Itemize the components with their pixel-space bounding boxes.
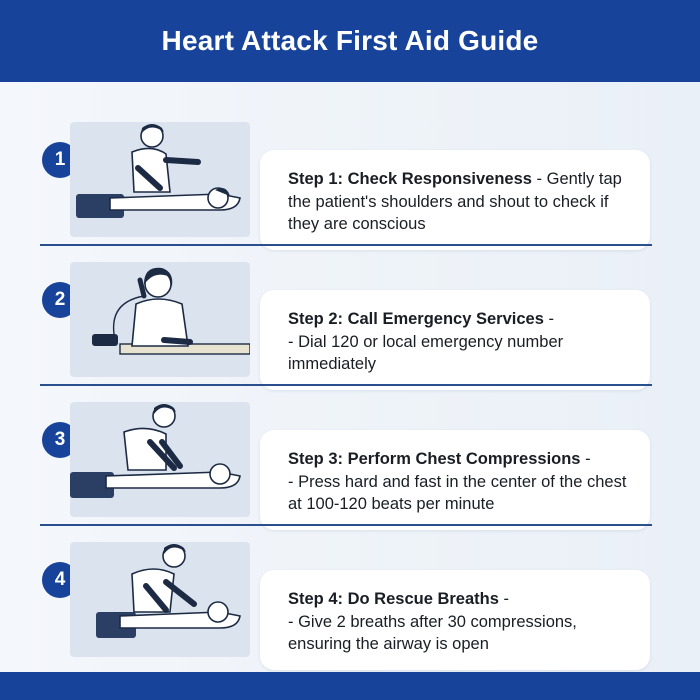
step-separator: - xyxy=(580,450,591,468)
page-title: Heart Attack First Aid Guide xyxy=(161,25,539,56)
step-title: Step 4: Do Rescue Breaths xyxy=(288,590,499,608)
step-title: Step 1: Check Responsiveness xyxy=(288,170,532,188)
check-responsiveness-illustration xyxy=(70,122,250,237)
step-title: Step 2: Call Emergency Services xyxy=(288,310,544,328)
step-description: - Dial 120 or local emergency number imm… xyxy=(288,332,564,374)
step-1: 1 Step 1: Check Responsiveness - Gently … xyxy=(0,104,700,250)
step-2: 2 Step 2: Call Emergency Services - - Di… xyxy=(0,244,700,390)
guide-content: 1 Step 1: Check Responsiveness - Gently … xyxy=(0,82,700,672)
step-3: 3 Step 3: Perform Chest Compressions - -… xyxy=(0,384,700,530)
step-4: 4 Step 4: Do Rescue Breaths - - Give 2 b… xyxy=(0,524,700,670)
step-title: Step 3: Perform Chest Compressions xyxy=(288,450,581,468)
divider xyxy=(40,384,652,386)
rescue-breaths-illustration xyxy=(70,542,250,657)
step-description: - Give 2 breaths after 30 compressions, … xyxy=(288,612,577,654)
divider xyxy=(40,244,652,246)
step-separator: - xyxy=(531,170,547,188)
step-separator: - xyxy=(498,590,509,608)
step-card: Step 4: Do Rescue Breaths - - Give 2 bre… xyxy=(260,570,650,670)
step-description: - Press hard and fast in the center of t… xyxy=(288,472,627,514)
step-description: Gently tap the patient's shoulders and s… xyxy=(288,170,622,233)
footer-bar xyxy=(0,672,700,700)
header-banner: Heart Attack First Aid Guide xyxy=(0,0,700,82)
step-card: Step 2: Call Emergency Services - - Dial… xyxy=(260,290,650,390)
divider xyxy=(40,524,652,526)
step-separator: - xyxy=(543,310,554,328)
step-card: Step 3: Perform Chest Compressions - - P… xyxy=(260,430,650,530)
chest-compression-illustration xyxy=(70,402,250,517)
step-card: Step 1: Check Responsiveness - Gently ta… xyxy=(260,150,650,250)
phone-call-illustration xyxy=(70,262,250,377)
